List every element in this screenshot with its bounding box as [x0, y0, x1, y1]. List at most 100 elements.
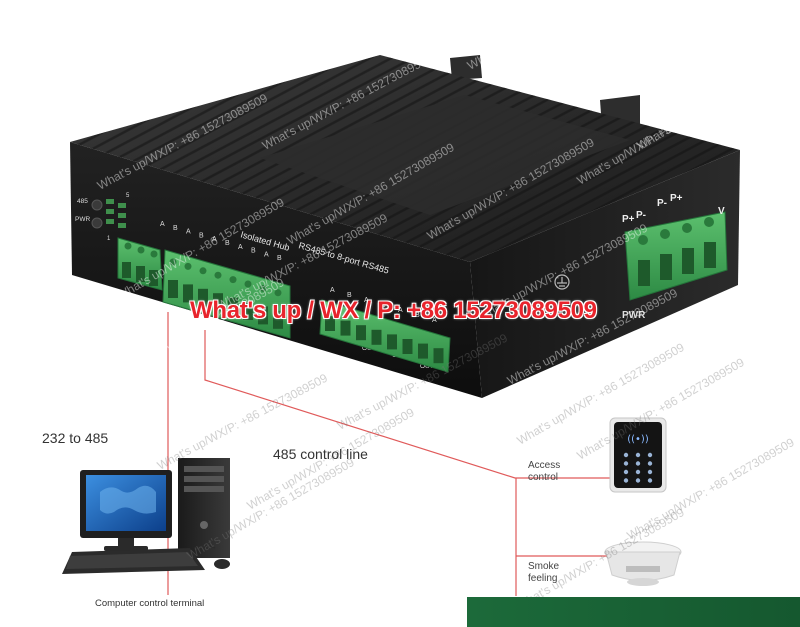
- terminal-screw: [124, 242, 132, 250]
- bottom-green-bar: [467, 597, 800, 627]
- terminal-letter: A: [432, 317, 437, 324]
- detector-vent: [626, 566, 660, 572]
- terminal-letter: A: [264, 251, 269, 258]
- terminal-body: [624, 211, 728, 301]
- terminal-screw: [244, 280, 252, 288]
- isolated-hub-device: 485 PWR 5 1 Isolated Hub RS485 to 8-port…: [70, 55, 740, 398]
- wire-485-control: [204, 330, 610, 479]
- pwr-side-label: PWR: [622, 310, 646, 321]
- power-button: [200, 521, 208, 529]
- terminal-letter: A: [212, 236, 217, 243]
- pc-tower: [178, 458, 230, 558]
- terminal-socket: [704, 242, 716, 268]
- label-computer-control-terminal: Computer control terminal: [95, 598, 205, 609]
- terminal-screw: [274, 289, 282, 297]
- watermark-text: What's up/WX/P: +86 15273089509: [465, 0, 640, 73]
- mouse: [214, 559, 230, 569]
- label-smoke-feeling: Smoke feeling: [528, 561, 560, 584]
- terminal-letter: B: [381, 302, 386, 309]
- terminal-screw: [259, 284, 267, 292]
- keypad-key: [623, 452, 629, 458]
- terminal-letter: B: [277, 255, 282, 262]
- drive-bay: [184, 466, 224, 472]
- terminal-socket: [371, 329, 382, 345]
- keyboard-keys: [66, 552, 198, 569]
- terminal-letter: B: [347, 292, 352, 299]
- drive-bay: [184, 476, 224, 482]
- led-port: [106, 219, 114, 224]
- led-port: [118, 213, 126, 218]
- terminal-body: [319, 299, 451, 373]
- terminal-block-b[interactable]: [162, 249, 291, 339]
- power-label: P-: [636, 210, 646, 221]
- terminal-socket: [149, 270, 158, 286]
- led-pwr: [91, 217, 103, 229]
- keypad-key: [647, 461, 653, 466]
- power-label: P+: [622, 214, 635, 225]
- keypad-key: [647, 452, 653, 458]
- label-232-to-485: 232 to 485: [42, 430, 109, 446]
- terminal-socket: [183, 284, 193, 303]
- terminal-letter: B: [225, 240, 230, 247]
- terminal-socket: [387, 334, 397, 350]
- terminal-socket: [213, 293, 223, 312]
- terminal-socket: [243, 302, 253, 320]
- terminal-screw: [150, 250, 158, 258]
- device-side: [470, 150, 740, 398]
- terminal-block-c[interactable]: [319, 299, 451, 373]
- power-label: V: [718, 206, 725, 217]
- terminal-screw: [137, 246, 145, 254]
- keypad-key: [635, 452, 641, 458]
- power-labels: P+P-P-P+V: [622, 193, 725, 225]
- terminal-socket: [122, 262, 131, 278]
- terminal-letter: A: [186, 229, 191, 236]
- keypad-keys: [623, 452, 653, 483]
- terminal-socket: [356, 325, 366, 341]
- terminal-letter: A: [398, 307, 403, 314]
- power-label: P+: [670, 193, 683, 204]
- label-485-control-line: 485 control line: [273, 446, 368, 462]
- watermark-text: What's up/WX/P: +86 15273089509: [635, 45, 800, 153]
- power-terminal[interactable]: [624, 211, 728, 301]
- terminal-screw: [214, 271, 222, 279]
- terminal-letter: A: [238, 244, 243, 251]
- led-port: [118, 223, 126, 228]
- top-plate: [260, 95, 630, 215]
- terminal-screw: [704, 217, 714, 227]
- terminal-socket: [402, 339, 413, 354]
- terminal-socket: [325, 316, 335, 331]
- terminal-socket: [136, 266, 145, 282]
- terminal-socket: [228, 297, 238, 316]
- ground-icon: [554, 274, 570, 290]
- terminal-letter: B: [199, 232, 204, 239]
- terminal-socket: [660, 254, 672, 280]
- terminal-socket: [682, 248, 694, 274]
- led-485: [91, 199, 103, 211]
- terminal-socket: [258, 306, 268, 325]
- keypad-key: [647, 469, 653, 475]
- power-label: P-: [657, 198, 667, 209]
- terminal-letter: B: [415, 312, 420, 319]
- led-label-pwr: PWR: [75, 216, 90, 223]
- mouse-cable: [194, 544, 216, 551]
- monitor-stand: [118, 538, 134, 548]
- terminal-socket: [638, 260, 650, 286]
- terminal-screw: [638, 235, 648, 245]
- keypad-key: [623, 478, 629, 483]
- terminal-screw: [169, 258, 177, 266]
- rfid-icon: ((•)): [627, 434, 649, 445]
- led-port: [118, 203, 126, 208]
- led-port: [106, 209, 114, 214]
- terminal-letter: A: [160, 221, 165, 228]
- terminal-block-a[interactable]: [117, 237, 163, 291]
- keypad-key: [635, 469, 641, 475]
- keypad-key: [647, 478, 653, 483]
- terminal-letter: A: [330, 287, 335, 294]
- terminal-screw: [660, 229, 670, 239]
- terminal-socket: [433, 348, 444, 364]
- status-leds: [91, 199, 126, 229]
- keypad-key: [623, 461, 629, 466]
